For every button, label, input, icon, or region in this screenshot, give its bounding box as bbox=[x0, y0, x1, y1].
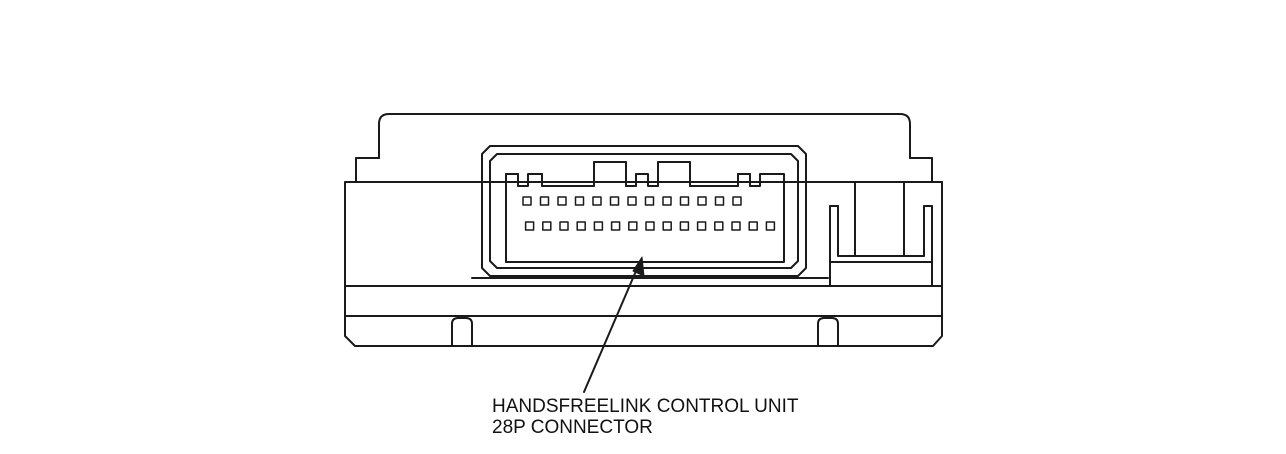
unit-top-cover bbox=[378, 113, 911, 159]
pin-cavity bbox=[697, 196, 707, 206]
pin-cavity bbox=[732, 196, 742, 206]
latch-bracket-left bbox=[829, 205, 933, 287]
callout-leader-line bbox=[583, 263, 640, 393]
lower-pin-row bbox=[524, 221, 776, 231]
connector-callout-label: HANDSFREELINK CONTROL UNIT 28P CONNECTOR bbox=[492, 396, 799, 438]
pin-cavity bbox=[609, 196, 620, 206]
pin-cavity bbox=[748, 221, 758, 231]
connector-rim bbox=[489, 153, 799, 269]
pin-cavity bbox=[765, 221, 776, 231]
unit-shoulder bbox=[355, 157, 933, 183]
pin-cavity bbox=[593, 221, 604, 231]
pin-cavity bbox=[557, 196, 567, 206]
pin-cavity bbox=[662, 221, 672, 231]
pin-cavity bbox=[539, 196, 550, 206]
pin-cavity bbox=[696, 221, 707, 231]
callout-line-2: 28P CONNECTOR bbox=[492, 417, 653, 438]
pin-cavity bbox=[714, 221, 724, 231]
upper-pin-row bbox=[522, 196, 742, 206]
pin-cavity bbox=[679, 221, 690, 231]
callout-line-1: HANDSFREELINK CONTROL UNIT bbox=[492, 396, 799, 417]
pin-cavity bbox=[627, 196, 637, 206]
pin-cavity bbox=[628, 221, 638, 231]
pin-cavity bbox=[662, 196, 672, 206]
pin-cavity bbox=[542, 221, 552, 231]
connector-housing bbox=[481, 145, 807, 277]
pin-cavity bbox=[576, 221, 586, 231]
pin-cavity bbox=[610, 221, 621, 231]
pin-cavity bbox=[524, 221, 535, 231]
pin-cavity bbox=[574, 196, 585, 206]
pin-cavity bbox=[592, 196, 602, 206]
pin-cavity bbox=[644, 196, 655, 206]
pin-cavity bbox=[731, 221, 741, 231]
callout-arrowhead bbox=[632, 256, 645, 277]
unit-body bbox=[344, 181, 943, 347]
connector-face bbox=[505, 161, 785, 263]
pin-cavity bbox=[714, 196, 725, 206]
pin-cavity bbox=[645, 221, 655, 231]
pin-cavity bbox=[679, 196, 690, 206]
pin-cavity bbox=[559, 221, 569, 231]
mounting-tab-left bbox=[451, 317, 473, 347]
pin-cavity bbox=[522, 196, 532, 206]
mounting-tab-right bbox=[817, 317, 839, 347]
